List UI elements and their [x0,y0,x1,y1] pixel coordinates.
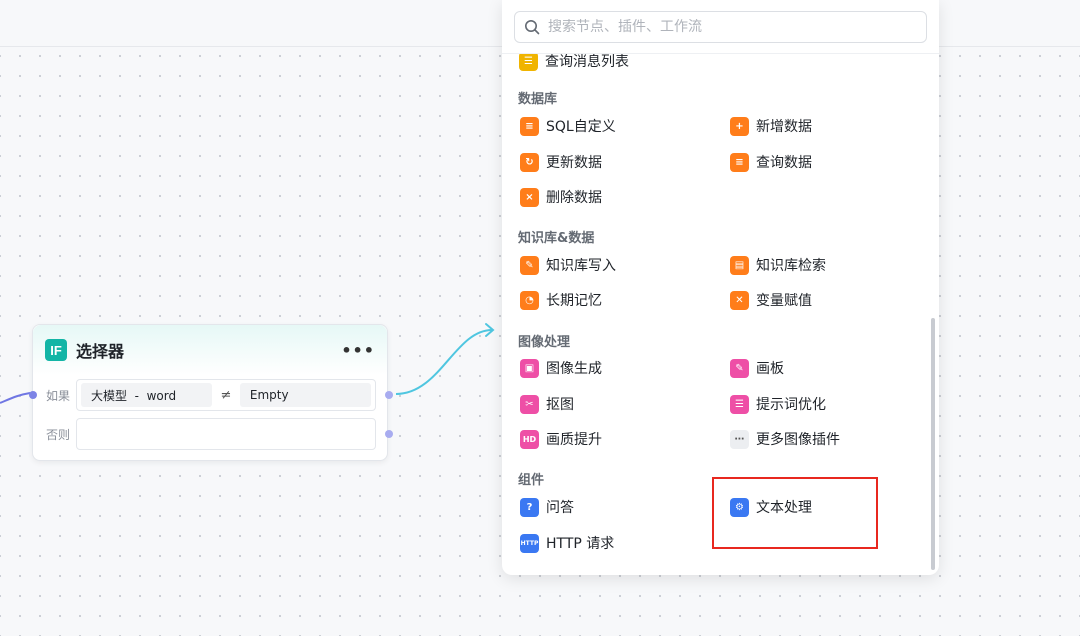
canvas-icon: ✎ [730,358,749,378]
node-item-query-data[interactable]: ≡ 查询数据 [730,151,812,173]
connection-arrow [485,323,495,337]
node-item-text-process[interactable]: ⚙ 文本处理 [730,496,812,518]
node-item-cutout[interactable]: ✂ 抠图 [520,393,574,415]
node-item-update-data[interactable]: ↻ 更新数据 [520,151,602,173]
node-item-insert-data[interactable]: + 新增数据 [730,115,812,137]
else-condition-box[interactable] [76,418,376,450]
database-add-icon: + [730,116,749,136]
else-branch-row: 否则 [33,418,389,450]
highlight-box [712,477,878,549]
if-condition-box[interactable]: 大模型 - word ≠ Empty [76,379,376,411]
condition-left-operand[interactable]: 大模型 - word [81,383,213,407]
more-icon: ⋯ [730,429,749,449]
node-title: 选择器 [76,342,125,361]
message-list-icon: ☰ [519,51,538,71]
database-delete-icon: × [520,187,539,207]
knowledge-search-icon: ▤ [730,255,749,275]
prompt-optimize-icon: ☰ [730,394,749,414]
database-query-icon: ≡ [730,152,749,172]
section-image-title: 图像处理 [518,335,571,350]
text-process-icon: ⚙ [730,497,749,517]
memory-icon: ◔ [520,290,539,310]
variable-icon: ✕ [730,290,749,310]
search-box[interactable] [514,11,927,43]
database-update-icon: ↻ [520,152,539,172]
section-knowledge-title: 知识库&数据 [518,231,595,246]
node-header: IF 选择器 ••• [33,325,387,375]
node-item-variable-assign[interactable]: ✕ 变量赋值 [730,289,812,311]
section-components-title: 组件 [518,473,545,488]
section-database-title: 数据库 [518,92,558,107]
incoming-connection [0,392,31,404]
node-item-more-image-plugins[interactable]: ⋯ 更多图像插件 [730,428,840,450]
node-item-prompt-optimize[interactable]: ☰ 提示词优化 [730,393,826,415]
else-label: 否则 [45,427,70,442]
not-equal-operator[interactable]: ≠ [220,387,232,403]
node-item-canvas[interactable]: ✎ 画板 [730,357,784,379]
input-port[interactable] [29,391,37,399]
image-generate-icon: ▣ [520,358,539,378]
question-icon: ? [520,497,539,517]
node-item-image-generate[interactable]: ▣ 图像生成 [520,357,602,379]
node-item-knowledge-search[interactable]: ▤ 知识库检索 [730,254,826,276]
if-output-port[interactable] [385,391,393,399]
node-item-http-request[interactable]: HTTP HTTP 请求 [520,532,614,554]
http-icon: HTTP [520,533,539,553]
more-options-icon[interactable]: ••• [341,340,375,360]
if-icon: IF [45,339,67,361]
if-branch-row: 如果 大模型 - word ≠ Empty [33,379,389,411]
node-item-sql[interactable]: ≡ SQL自定义 [520,115,616,137]
hd-icon: HD [520,429,539,449]
else-output-port[interactable] [385,430,393,438]
node-item-long-term-memory[interactable]: ◔ 长期记忆 [520,289,602,311]
condition-right-operand[interactable]: Empty [239,383,371,407]
knowledge-write-icon: ✎ [520,255,539,275]
search-input[interactable] [548,19,908,35]
search-icon [525,20,540,35]
node-item-qa[interactable]: ? 问答 [520,496,574,518]
node-item-delete-data[interactable]: × 删除数据 [520,186,602,208]
list-item[interactable]: ☰ 查询消息列表 [519,51,629,71]
if-label: 如果 [45,388,70,403]
panel-scrollbar[interactable] [931,318,935,570]
add-node-panel: ☰ 查询消息列表 数据库 ≡ SQL自定义 + 新增数据 ↻ 更新数据 ≡ 查询… [502,0,939,575]
selector-node[interactable]: IF 选择器 ••• 如果 大模型 - word ≠ Empty 否则 [29,324,393,461]
cutout-icon: ✂ [520,394,539,414]
node-item-image-enhance[interactable]: HD 画质提升 [520,428,602,450]
node-item-knowledge-write[interactable]: ✎ 知识库写入 [520,254,616,276]
outgoing-connection [395,329,493,395]
database-icon: ≡ [520,116,539,136]
